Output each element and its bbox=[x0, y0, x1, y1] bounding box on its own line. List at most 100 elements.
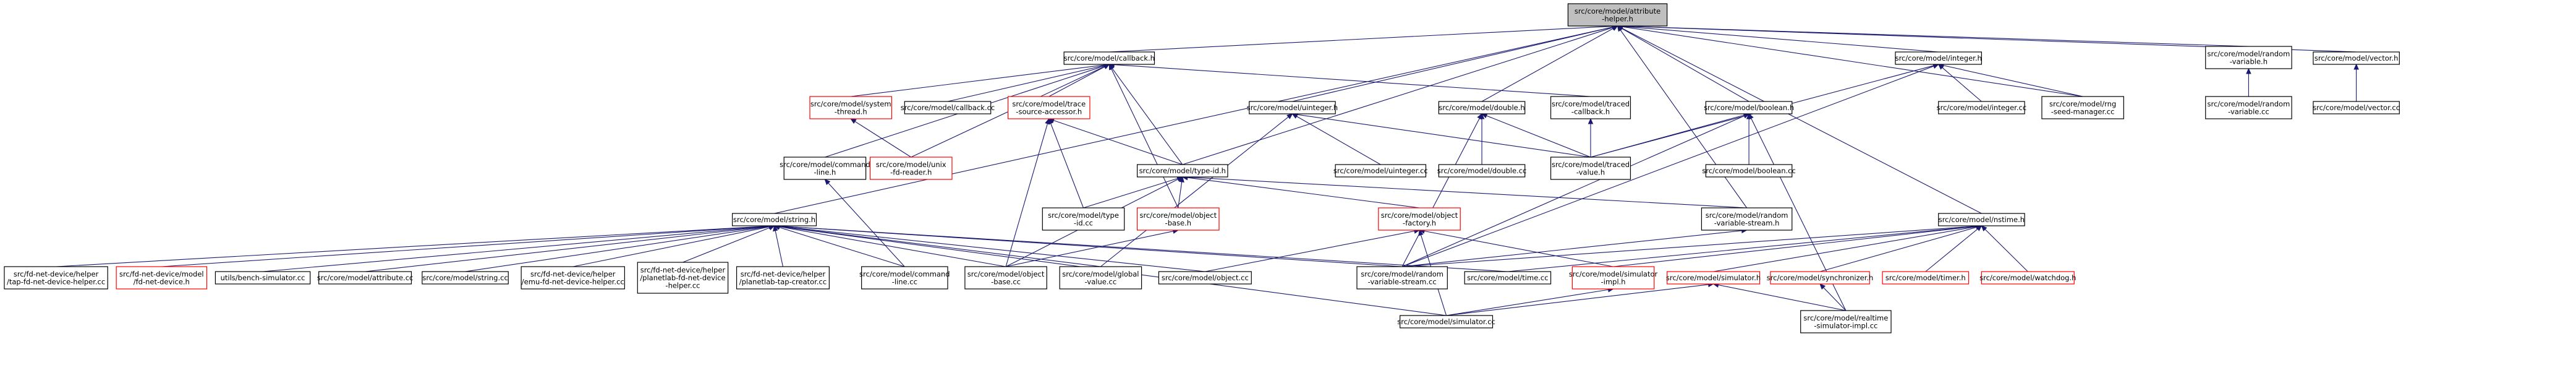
node-uinteger-cc[interactable]: src/core/model/uinteger.cc bbox=[1333, 164, 1428, 178]
node-string-h[interactable]: src/core/model/string.h bbox=[731, 213, 817, 226]
node-box bbox=[1667, 271, 1761, 285]
node-vector-cc[interactable]: src/core/model/vector.cc bbox=[2313, 101, 2400, 114]
node-string-cc[interactable]: src/core/model/string.cc bbox=[422, 271, 509, 285]
node-object-base-h[interactable]: src/core/model/object-base.h bbox=[1137, 207, 1220, 231]
node-boolean-cc[interactable]: src/core/model/boolean.cc bbox=[1702, 164, 1796, 178]
nodes-layer: src/core/model/attribute-helper.hsrc/cor… bbox=[4, 3, 2400, 333]
node-time-cc[interactable]: src/core/model/time.cc bbox=[1464, 271, 1552, 285]
node-realtime-sim-cc[interactable]: src/core/model/realtime-simulator-impl.c… bbox=[1800, 310, 1892, 333]
node-box bbox=[637, 262, 729, 294]
node-box bbox=[1882, 271, 1970, 285]
node-attr-h[interactable]: src/core/model/attribute-helper.h bbox=[1567, 3, 1668, 27]
node-label: src/fd-net-device/helper bbox=[14, 270, 99, 278]
node-label: src/core/model/trace bbox=[1012, 100, 1086, 108]
edge-arrow bbox=[1479, 113, 1485, 165]
node-integer-h[interactable]: src/core/model/integer.h bbox=[1895, 51, 1982, 65]
node-vector-h[interactable]: src/core/model/vector.h bbox=[2313, 51, 2400, 65]
node-tap-fd-helper-cc[interactable]: src/fd-net-device/helper/tap-fd-net-devi… bbox=[4, 266, 108, 290]
edge-arrow bbox=[1109, 24, 1618, 53]
node-simulator-cc[interactable]: src/core/model/simulator.cc bbox=[1397, 315, 1495, 329]
node-label: -variable-stream.cc bbox=[1368, 277, 1437, 286]
node-box bbox=[2205, 46, 2292, 69]
node-sim-impl-h[interactable]: src/core/model/simulator-impl.h bbox=[1569, 266, 1658, 290]
node-label: src/core/model/random bbox=[1361, 270, 1443, 278]
node-bench-sim-cc[interactable]: utils/bench-simulator.cc bbox=[215, 271, 311, 285]
node-box bbox=[1249, 101, 1336, 114]
node-boolean-h[interactable]: src/core/model/boolean.h bbox=[1704, 101, 1794, 114]
node-box bbox=[422, 271, 509, 285]
node-label: src/core/model/string.cc bbox=[422, 273, 508, 282]
node-watchdog-h[interactable]: src/core/model/watchdog.h bbox=[1979, 271, 2076, 285]
node-traced-value-h[interactable]: src/core/model/traced-value.h bbox=[1550, 157, 1631, 180]
edge-arrow bbox=[1401, 113, 1482, 267]
edge-arrow bbox=[774, 24, 1618, 214]
edge-arrow bbox=[773, 223, 1205, 272]
node-emu-fd-helper-cc[interactable]: src/fd-net-device/helper/emu-fd-net-devi… bbox=[521, 266, 625, 290]
node-global-value-cc[interactable]: src/core/model/global-value.cc bbox=[1059, 266, 1142, 290]
edge-arrow bbox=[851, 62, 1110, 97]
node-type-id-cc[interactable]: src/core/model/type-id.cc bbox=[1042, 207, 1125, 231]
node-label: src/core/model/object bbox=[967, 270, 1045, 278]
node-box bbox=[1158, 271, 1252, 285]
node-box bbox=[731, 213, 817, 226]
node-uinteger-h[interactable]: src/core/model/uinteger.h bbox=[1247, 101, 1338, 114]
node-label: src/core/model/type bbox=[1048, 211, 1119, 220]
node-object-factory-h[interactable]: src/core/model/object-factory.h bbox=[1378, 207, 1461, 231]
node-box bbox=[1464, 271, 1552, 285]
node-command-line-cc[interactable]: src/core/model/command-line.cc bbox=[859, 266, 950, 290]
node-object-base-cc[interactable]: src/core/model/object-base.cc bbox=[964, 266, 1047, 290]
node-label: src/core/model/attribute bbox=[1575, 7, 1660, 15]
node-random-vs-h[interactable]: src/core/model/random-variable-stream.h bbox=[1701, 207, 1793, 231]
edge-arrow bbox=[1178, 176, 1184, 208]
node-random-vs-cc[interactable]: src/core/model/random-variable-stream.cc bbox=[1356, 266, 1448, 290]
node-object-cc[interactable]: src/core/model/object.cc bbox=[1158, 271, 1252, 285]
node-label: src/core/model/boolean.h bbox=[1704, 103, 1794, 112]
node-command-line-h[interactable]: src/core/model/command-line.h bbox=[780, 157, 870, 180]
edge-arrow bbox=[1617, 24, 2249, 47]
node-label: /tap-fd-net-device-helper.cc bbox=[7, 277, 105, 286]
node-label: src/core/model/random bbox=[2208, 100, 2290, 108]
node-simulator-h[interactable]: src/core/model/simulator.h bbox=[1666, 271, 1761, 285]
node-box bbox=[736, 266, 830, 290]
node-planetlab-tap-cc[interactable]: src/fd-net-device/helper/planetlab-tap-c… bbox=[736, 266, 830, 290]
node-timer-h[interactable]: src/core/model/timer.h bbox=[1882, 271, 1970, 285]
node-traced-cb-h[interactable]: src/core/model/traced-callback.h bbox=[1550, 96, 1631, 119]
node-system-thread-h[interactable]: src/core/model/system-thread.h bbox=[809, 96, 893, 119]
node-box bbox=[1378, 207, 1461, 231]
node-label: -seed-manager.cc bbox=[2051, 107, 2115, 116]
node-random-var-h[interactable]: src/core/model/random-variable.h bbox=[2205, 46, 2292, 69]
node-box bbox=[869, 157, 953, 180]
node-label: src/core/model/type-id.h bbox=[1139, 166, 1226, 175]
node-integer-cc[interactable]: src/core/model/integer.cc bbox=[1937, 101, 2027, 114]
node-unix-fd-h[interactable]: src/core/model/unix-fd-reader.h bbox=[869, 157, 953, 180]
node-callback-h[interactable]: src/core/model/callback.h bbox=[1063, 51, 1155, 65]
node-double-h[interactable]: src/core/model/double.h bbox=[1438, 101, 1526, 114]
node-box bbox=[116, 266, 208, 290]
node-label: -simulator-impl.cc bbox=[1814, 321, 1877, 330]
node-label: -value.cc bbox=[1085, 277, 1117, 286]
node-box bbox=[4, 266, 108, 290]
node-trace-src-h[interactable]: src/core/model/trace-source-accessor.h bbox=[1007, 96, 1090, 119]
node-fd-net-device-h[interactable]: src/fd-net-device/model/fd-net-device.h bbox=[116, 266, 208, 290]
node-label: src/fd-net-device/model bbox=[119, 270, 204, 278]
node-box bbox=[521, 266, 625, 290]
node-nstime-h[interactable]: src/core/model/nstime.h bbox=[1938, 213, 2025, 226]
node-random-var-cc[interactable]: src/core/model/random-variable.cc bbox=[2205, 96, 2292, 119]
node-type-id-h[interactable]: src/core/model/type-id.h bbox=[1137, 164, 1228, 178]
node-double-cc[interactable]: src/core/model/double.cc bbox=[1437, 164, 1527, 178]
node-label: src/core/model/vector.cc bbox=[2313, 103, 2400, 112]
node-box bbox=[1335, 164, 1427, 178]
edge-arrow bbox=[1617, 25, 1748, 208]
node-box bbox=[1571, 266, 1655, 290]
edge-arrow bbox=[1819, 225, 1983, 272]
node-callback-cc[interactable]: src/core/model/callback.cc bbox=[901, 101, 995, 114]
node-planetlab-fd-helper-cc[interactable]: src/fd-net-device/helper/planetlab-fd-ne… bbox=[637, 262, 729, 294]
edge-arrow bbox=[1481, 113, 1591, 158]
node-box bbox=[2041, 96, 2124, 119]
edge-arrow bbox=[1291, 113, 1381, 165]
node-label: -base.h bbox=[1165, 218, 1192, 227]
node-rng-seed-cc[interactable]: src/core/model/rng-seed-manager.cc bbox=[2041, 96, 2124, 119]
node-synchronizer-h[interactable]: src/core/model/synchronizer.h bbox=[1767, 271, 1874, 285]
edge-arrow bbox=[1588, 118, 1594, 157]
node-attribute-cc[interactable]: src/core/model/attribute.cc bbox=[317, 271, 414, 285]
